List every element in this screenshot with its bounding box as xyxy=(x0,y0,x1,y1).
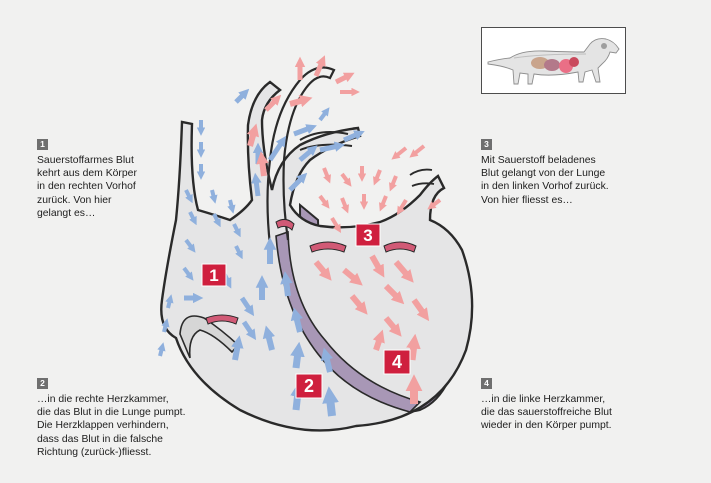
caption-line: zurück. Von hier xyxy=(37,194,112,206)
caption-line: Mit Sauerstoff beladenes xyxy=(481,155,596,166)
step-number-badge: 3 xyxy=(481,139,492,150)
dog-anatomy-icon xyxy=(487,38,620,85)
caption-line: wieder in den Körper pumpt. xyxy=(481,420,612,432)
step-number-badge: 1 xyxy=(37,139,48,150)
step-number-badge: 2 xyxy=(37,378,48,389)
dog-anatomy-thumbnail xyxy=(481,27,626,94)
caption-line: Die Herzklappen verhindern, xyxy=(37,420,169,432)
marker-1: 1 xyxy=(201,263,227,287)
marker-4-label: 4 xyxy=(392,352,402,372)
caption-line: Blut gelangt von der Lunge xyxy=(481,168,606,180)
caption-line: kehrt aus dem Körper xyxy=(37,168,137,180)
caption-line: Von hier fliesst es… xyxy=(481,194,573,206)
aorta xyxy=(266,66,336,246)
caption-line: …in die rechte Herzkammer, xyxy=(37,394,169,405)
caption-step-3: 3 Mit Sauerstoff beladenes Blut gelangt … xyxy=(481,138,609,207)
marker-3: 3 xyxy=(355,223,381,247)
caption-line: in den rechten Vorhof xyxy=(37,181,136,193)
step-number-badge: 4 xyxy=(481,378,492,389)
valve-left-atrium-2 xyxy=(383,241,417,253)
marker-2-label: 2 xyxy=(304,376,314,396)
caption-line: Richtung (zurück-)fliesst. xyxy=(37,446,152,458)
caption-line: in den linken Vorhof zurück. xyxy=(481,181,609,193)
caption-step-1: 1 Sauerstoffarmes Blut kehrt aus dem Kör… xyxy=(37,138,137,220)
caption-line: …in die linke Herzkammer, xyxy=(481,394,606,405)
marker-3-label: 3 xyxy=(363,226,372,245)
valve-right-atrium xyxy=(205,314,239,325)
marker-2: 2 xyxy=(295,373,323,399)
valve-left-atrium xyxy=(309,241,347,253)
caption-line: die das sauerstoffreiche Blut xyxy=(481,407,612,419)
pulmonary-veins-left xyxy=(409,168,435,187)
valve-pulmonary xyxy=(275,218,295,231)
caption-line: Sauerstoffarmes Blut xyxy=(37,155,134,166)
right-ventricle-wall xyxy=(179,315,240,359)
oxygen-rich-flow xyxy=(246,55,442,404)
caption-step-2: 2 …in die rechte Herzkammer, die das Blu… xyxy=(37,377,185,459)
caption-line: gelangt es… xyxy=(37,207,96,219)
pulmonary-trunk xyxy=(299,131,353,151)
caption-line: die das Blut in die Lunge pumpt. xyxy=(37,407,186,419)
marker-1-label: 1 xyxy=(209,266,218,285)
caption-line: dass das Blut in die falsche xyxy=(37,433,163,445)
caption-step-4: 4 …in die linke Herzkammer, die das saue… xyxy=(481,377,612,433)
marker-4: 4 xyxy=(383,349,411,375)
